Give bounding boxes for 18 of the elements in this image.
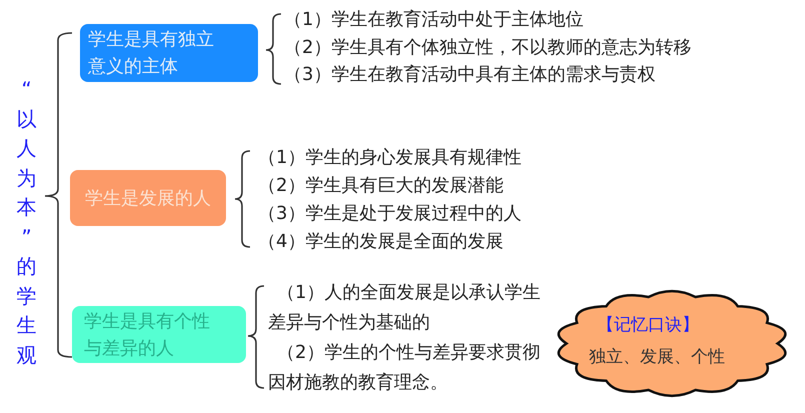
topic-box — [80, 24, 258, 82]
point-text: （2）学生具有巨大的发展潜能 — [258, 174, 504, 198]
vertical-title: “以人为本”的学生观 — [16, 76, 38, 368]
point-text: （4）学生的发展是全面的发展 — [258, 230, 504, 254]
callout-text: 独立、发展、个性 — [589, 346, 725, 368]
topic-text: 学生是具有个性与差异的人 — [84, 310, 211, 360]
point-text: （2）学生具有个体独立性，不以教师的意志为转移 — [284, 36, 692, 60]
topic-box — [72, 306, 246, 363]
callout-heading: 【记忆口诀】 — [597, 314, 699, 336]
point-text: （3）学生在教育活动中具有主体的需求与责权 — [284, 63, 656, 87]
topic-text: 学生是发展的人 — [85, 186, 211, 210]
point-text: （1）人的全面发展是以承认学生差异与个性为基础的 — [268, 281, 542, 335]
point-text: （1）学生在教育活动中处于主体地位 — [284, 8, 584, 32]
topic-text: 学生是具有独立意义的主体 — [88, 28, 215, 79]
topic-box — [70, 170, 226, 226]
point-text: （2）学生的个性与差异要求贯彻因材施教的教育理念。 — [268, 341, 542, 395]
point-text: （1）学生的身心发展具有规律性 — [258, 146, 522, 170]
point-text: （3）学生是处于发展过程中的人 — [258, 202, 522, 226]
